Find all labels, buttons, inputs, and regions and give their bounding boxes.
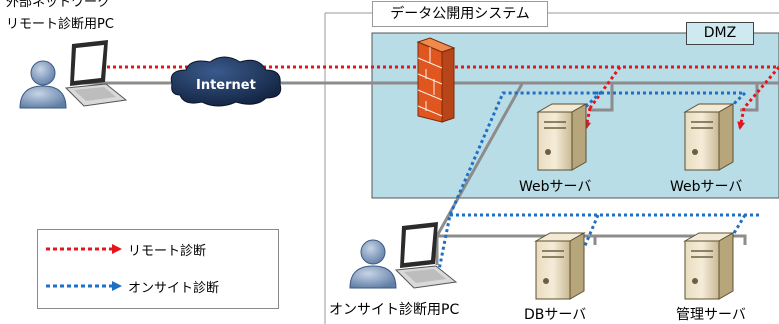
remote-user-icon	[19, 60, 67, 109]
legend-remote: リモート診断	[44, 239, 206, 259]
mgmt-server-icon	[683, 232, 735, 300]
web-server-2-icon	[683, 103, 735, 171]
db-server-icon	[534, 232, 586, 300]
legend-remote-label: リモート診断	[128, 243, 207, 259]
remote-pc-label: リモート診断用PC	[6, 17, 114, 32]
web-server-2-label: Webサーバ	[670, 179, 743, 195]
cut-top-text: 外部ネットワーク	[6, 0, 111, 10]
db-server-label: DBサーバ	[524, 307, 587, 323]
onsite-laptop-icon	[394, 222, 458, 289]
legend-onsite-label: オンサイト診断	[128, 280, 220, 296]
remote-laptop-icon	[64, 40, 128, 107]
firewall-icon	[416, 37, 456, 123]
legend: リモート診断 オンサイト診断	[37, 229, 279, 309]
web-server-1-icon	[536, 103, 588, 171]
onsite-user-icon	[349, 239, 397, 289]
internet-cloud-icon	[170, 56, 282, 107]
legend-onsite-line	[46, 281, 122, 291]
web-server-1-label: Webサーバ	[519, 179, 592, 195]
legend-onsite: オンサイト診断	[44, 276, 219, 296]
internet-label: Internet	[196, 78, 256, 93]
legend-remote-line	[46, 244, 122, 254]
onsite-pc-label: オンサイト診断用PC	[329, 302, 460, 318]
mgmt-server-label: 管理サーバ	[676, 307, 746, 323]
dmz-label: DMZ	[686, 22, 754, 45]
system-title: データ公開用システム	[372, 1, 548, 27]
remote-path	[95, 65, 779, 130]
